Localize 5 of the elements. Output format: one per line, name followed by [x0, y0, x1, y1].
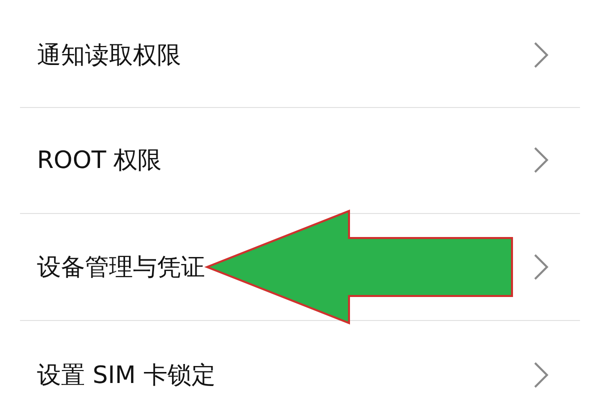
setting-label: ROOT 权限	[37, 145, 162, 175]
arrow	[204, 210, 513, 324]
setting-label: 设备管理与凭证	[37, 252, 205, 282]
setting-label: 设置 SIM 卡锁定	[37, 360, 216, 390]
setting-label: 通知读取权限	[37, 40, 181, 70]
